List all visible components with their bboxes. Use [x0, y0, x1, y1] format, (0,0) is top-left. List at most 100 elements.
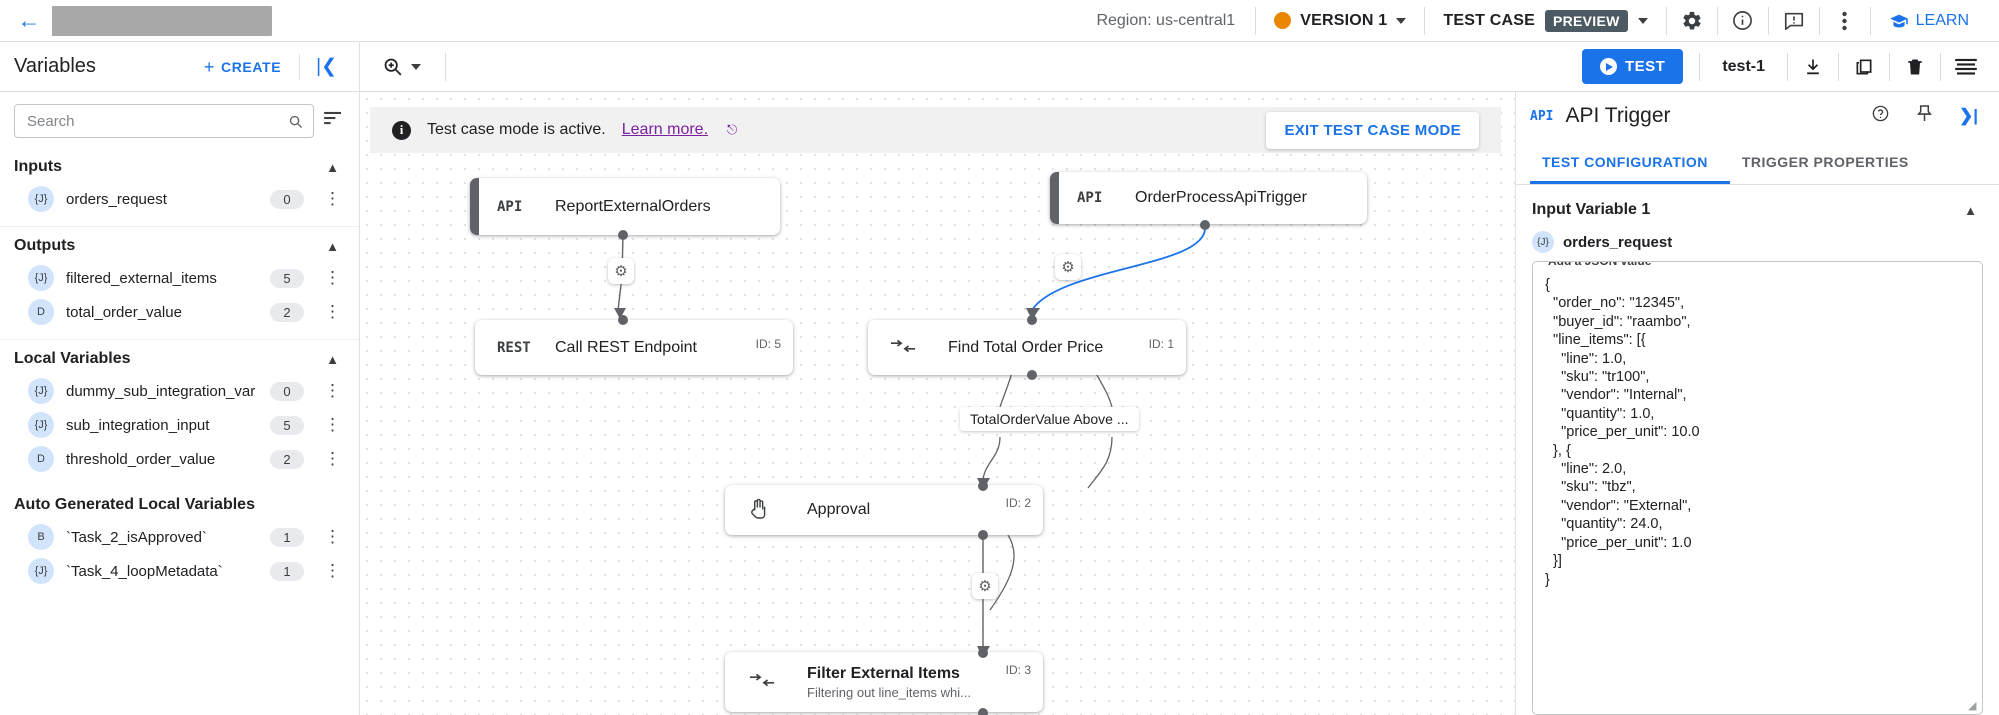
- test-case-selector[interactable]: TEST CASE PREVIEW: [1427, 9, 1663, 32]
- resize-grip-icon[interactable]: ◢: [1968, 700, 1977, 712]
- learn-button[interactable]: LEARN: [1873, 12, 1985, 30]
- feedback-icon[interactable]: [1771, 0, 1817, 42]
- version-selector[interactable]: VERSION 1: [1258, 12, 1422, 30]
- json-editor-wrap: Add a JSON value * { "order_no": "12345"…: [1532, 261, 1983, 715]
- variable-row[interactable]: {J} orders_request 0 ⋮: [0, 182, 359, 216]
- chevron-down-icon: [1637, 17, 1648, 24]
- node-port[interactable]: [978, 481, 988, 491]
- variable-row[interactable]: {J} filtered_external_items 5 ⋮: [0, 261, 359, 295]
- variable-row[interactable]: {J} `Task_4_loopMetadata` 1 ⋮: [0, 554, 359, 588]
- node-report-external-orders[interactable]: API ReportExternalOrders: [470, 178, 780, 235]
- section-local-variables: Local Variables ▲ {J} dummy_sub_integrat…: [0, 340, 359, 486]
- search-box[interactable]: [14, 104, 314, 138]
- divider: [1665, 6, 1667, 35]
- variable-count: 1: [270, 561, 304, 581]
- variable-count: 0: [270, 381, 304, 401]
- node-id-badge: ID: 1: [1148, 336, 1174, 351]
- delete-icon[interactable]: [1892, 46, 1938, 88]
- variables-panel-header: Variables + CREATE |❮: [0, 42, 360, 91]
- json-value[interactable]: { "order_no": "12345", "buyer_id": "raam…: [1545, 277, 1700, 588]
- more-vert-icon[interactable]: ⋮: [324, 560, 341, 580]
- exit-test-case-mode-button[interactable]: EXIT TEST CASE MODE: [1266, 111, 1479, 149]
- node-port[interactable]: [618, 230, 628, 240]
- node-approval[interactable]: Approval ID: 2: [725, 485, 1043, 535]
- chevron-up-icon[interactable]: ▲: [326, 238, 339, 254]
- divider: [1869, 6, 1871, 35]
- variable-name: threshold_order_value: [66, 450, 216, 468]
- node-order-process-api-trigger[interactable]: API OrderProcessApiTrigger: [1050, 172, 1367, 224]
- more-vert-icon[interactable]: ⋮: [324, 526, 341, 546]
- variable-row[interactable]: D threshold_order_value 2 ⋮: [0, 442, 359, 476]
- divider: [1716, 6, 1718, 35]
- divider: [1424, 6, 1426, 35]
- node-port[interactable]: [978, 708, 988, 715]
- external-link-icon[interactable]: ⎋: [727, 122, 738, 137]
- more-vert-icon[interactable]: ⋮: [324, 414, 341, 434]
- more-vert-icon[interactable]: ⋮: [324, 380, 341, 400]
- create-variable-button[interactable]: + CREATE: [194, 58, 291, 76]
- list-icon[interactable]: [1943, 46, 1989, 88]
- section-title: Input Variable 1: [1532, 201, 1651, 218]
- redacted-title-bar: [52, 5, 272, 36]
- plus-icon: +: [203, 56, 216, 77]
- more-vert-icon[interactable]: ⋮: [324, 301, 341, 321]
- search-input[interactable]: [25, 111, 282, 131]
- node-title: ReportExternalOrders: [555, 197, 711, 215]
- node-find-total-order-price[interactable]: Find Total Order Price ID: 1: [868, 320, 1186, 375]
- node-port[interactable]: [978, 648, 988, 658]
- variable-row[interactable]: B `Task_2_isApproved` 1 ⋮: [0, 520, 359, 554]
- chevron-up-icon[interactable]: ▲: [1964, 202, 1977, 218]
- tab-test-configuration[interactable]: TEST CONFIGURATION: [1530, 140, 1730, 184]
- node-texts: Call REST Endpoint: [555, 339, 697, 357]
- more-vert-icon[interactable]: ⋮: [324, 448, 341, 468]
- node-port[interactable]: [618, 315, 628, 325]
- variable-name: orders_request: [1563, 233, 1673, 251]
- type-badge: {J}: [28, 558, 54, 584]
- more-vert-icon[interactable]: ⋮: [324, 267, 341, 287]
- section-header[interactable]: Inputs ▲: [0, 148, 359, 182]
- info-icon[interactable]: [1720, 0, 1766, 42]
- edge-condition-label[interactable]: TotalOrderValue Above ...: [960, 407, 1139, 431]
- help-icon[interactable]: [1864, 104, 1897, 128]
- create-label: CREATE: [221, 58, 282, 75]
- gear-icon[interactable]: [1669, 0, 1715, 42]
- chevron-up-icon[interactable]: ▲: [326, 159, 339, 175]
- section-header[interactable]: Local Variables ▲: [0, 340, 359, 374]
- json-editor[interactable]: Add a JSON value * { "order_no": "12345"…: [1532, 261, 1983, 715]
- variable-row[interactable]: D total_order_value 2 ⋮: [0, 295, 359, 329]
- collapse-sidebar-icon[interactable]: |❮: [299, 53, 345, 80]
- collapse-right-icon[interactable]: ❯|: [1958, 106, 1978, 125]
- node-port[interactable]: [978, 530, 988, 540]
- section-header[interactable]: Outputs ▲: [0, 227, 359, 261]
- node-filter-external-items[interactable]: Filter External Items Filtering out line…: [725, 652, 1043, 712]
- pin-icon[interactable]: [1909, 104, 1940, 128]
- test-case-name[interactable]: test-1: [1722, 57, 1765, 75]
- variables-sidebar: Inputs ▲ {J} orders_request 0 ⋮ Outputs …: [0, 92, 360, 715]
- gear-icon[interactable]: ⚙: [1055, 254, 1081, 280]
- more-vert-icon[interactable]: [1822, 0, 1868, 42]
- type-badge: {J}: [28, 186, 54, 212]
- variable-row[interactable]: {J} dummy_sub_integration_var 0 ⋮: [0, 374, 359, 408]
- zoom-control[interactable]: [360, 56, 443, 77]
- node-port[interactable]: [1027, 315, 1037, 325]
- chevron-up-icon[interactable]: ▲: [326, 351, 339, 367]
- download-icon[interactable]: [1790, 46, 1836, 88]
- node-call-rest-endpoint[interactable]: REST Call REST Endpoint ID: 5: [475, 320, 793, 375]
- sort-icon[interactable]: [322, 111, 345, 131]
- copy-icon[interactable]: [1841, 46, 1887, 88]
- test-button[interactable]: TEST: [1581, 49, 1684, 84]
- more-vert-icon[interactable]: ⋮: [324, 188, 341, 208]
- workflow-canvas[interactable]: i Test case mode is active. Learn more. …: [360, 92, 1515, 715]
- node-port[interactable]: [1027, 370, 1037, 380]
- variable-row[interactable]: {J} sub_integration_input 5 ⋮: [0, 408, 359, 442]
- node-body: Find Total Order Price ID: 1: [868, 329, 1186, 367]
- node-texts: Approval: [807, 501, 870, 519]
- learn-more-link[interactable]: Learn more.: [621, 121, 709, 138]
- node-title: OrderProcessApiTrigger: [1135, 189, 1307, 206]
- gear-icon[interactable]: ⚙: [972, 573, 998, 599]
- divider: [1940, 52, 1941, 81]
- node-port[interactable]: [1200, 220, 1210, 230]
- back-arrow-icon[interactable]: ←: [17, 7, 41, 33]
- gear-icon[interactable]: ⚙: [608, 258, 634, 284]
- tab-trigger-properties[interactable]: TRIGGER PROPERTIES: [1741, 154, 1909, 170]
